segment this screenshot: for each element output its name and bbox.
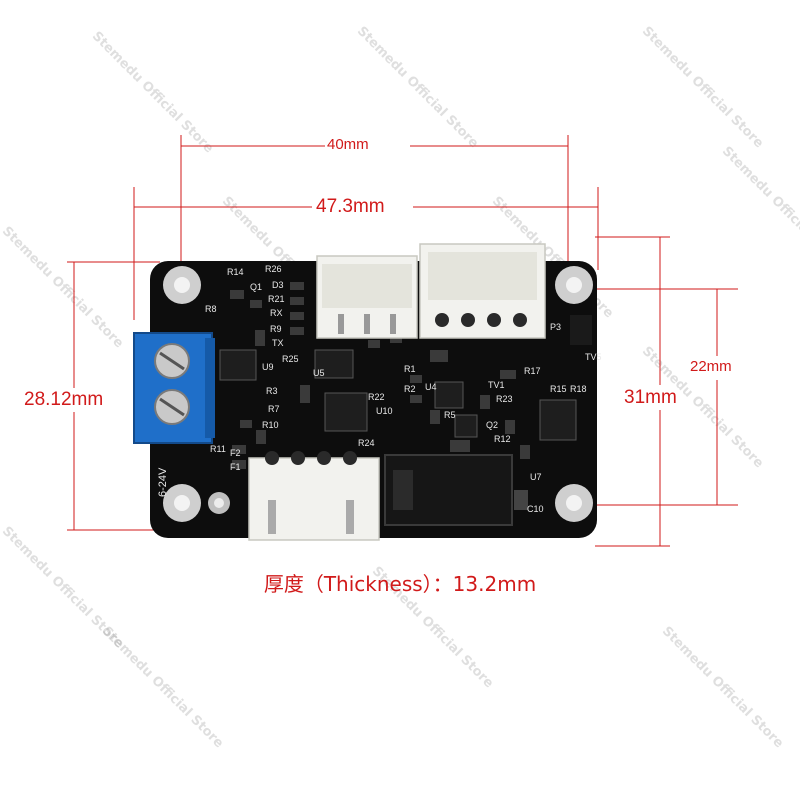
ic-chip: [314, 349, 354, 379]
silkscreen-label: C10: [527, 504, 544, 514]
connector-bottom: [248, 451, 380, 541]
silkscreen-label: R23: [496, 394, 513, 404]
dimension-width-inner: 40mm: [327, 136, 369, 153]
ic-chip: [434, 381, 464, 409]
dimension-width-outer: 47.3mm: [316, 196, 385, 217]
silkscreen-label: F2: [230, 448, 241, 458]
ic-chips: [219, 349, 577, 441]
silkscreen-label: F1: [230, 462, 241, 472]
silkscreen-label: R12: [494, 434, 511, 444]
connector-top-right: [419, 243, 546, 339]
dimension-lines: [67, 135, 738, 547]
silkscreen-label: R22: [368, 392, 385, 402]
silkscreen-label: R26: [265, 264, 282, 274]
silkscreen-label: R8: [205, 304, 217, 314]
silkscreen-label: RX: [270, 308, 283, 318]
silkscreen-label: R10: [262, 420, 279, 430]
silkscreen-label: U7: [530, 472, 542, 482]
silkscreen-label: R2: [404, 384, 416, 394]
silkscreen-label: R15: [550, 384, 567, 394]
input-voltage-label: 6-24V: [157, 467, 169, 497]
silkscreen-label: U10: [376, 406, 393, 416]
silkscreen-labels: R14 R26 D3 Q1 R21 RX R9 TX R8 U5 R25 R3 …: [157, 264, 602, 514]
silkscreen-label: U5: [313, 368, 325, 378]
ic-chip: [454, 414, 478, 438]
silkscreen-label: R17: [524, 366, 541, 376]
silkscreen-label: Q2: [486, 420, 498, 430]
silkscreen-label: TV1: [488, 380, 505, 390]
silkscreen-label: R18: [570, 384, 587, 394]
dimension-height-right: 31mm: [624, 387, 677, 408]
silkscreen-label: Q1: [250, 282, 262, 292]
dimension-height-inner: 22mm: [690, 358, 732, 375]
silkscreen-label: R7: [268, 404, 280, 414]
silkscreen-label: R9: [270, 324, 282, 334]
silkscreen-label: U4: [425, 382, 437, 392]
silkscreen-label: TX: [272, 338, 284, 348]
silkscreen-label: P3: [550, 322, 561, 332]
silkscreen-label: R21: [268, 294, 285, 304]
silkscreen-label: D3: [272, 280, 284, 290]
mounting-holes: [163, 266, 593, 522]
silkscreen-label: R14: [227, 267, 244, 277]
silkscreen-label: R25: [282, 354, 299, 364]
thickness-label: 厚度（Thickness）：13.2mm: [263, 572, 537, 596]
smd-components: [230, 282, 592, 510]
silkscreen-label: R3: [266, 386, 278, 396]
silkscreen-label: R1: [404, 364, 416, 374]
silkscreen-label: U9: [262, 362, 274, 372]
dimension-height-left: 28.12mm: [24, 389, 104, 410]
silkscreen-label: R5: [444, 410, 456, 420]
silkscreen-label: R24: [358, 438, 375, 448]
silkscreen-label: R11: [210, 444, 226, 454]
ic-chip: [219, 349, 257, 381]
ic-chip: [324, 392, 368, 432]
ic-chip: [539, 399, 577, 441]
silkscreen-label: TV5: [585, 352, 602, 362]
screw-terminal: [133, 332, 215, 444]
connector-top-left: [316, 255, 418, 339]
